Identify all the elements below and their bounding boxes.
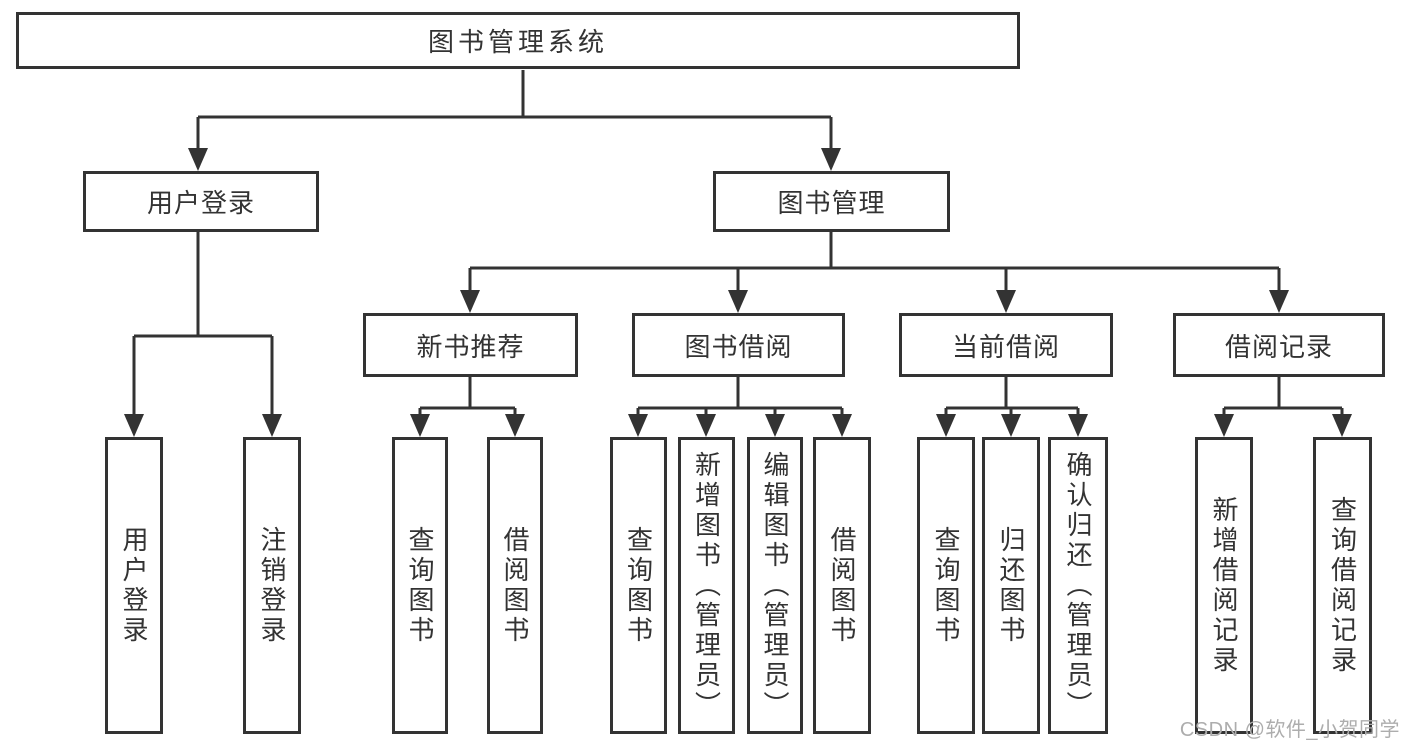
leaf-query-books-recommend: 查询图书 (392, 437, 448, 734)
leaf-label: 归还图书 (996, 525, 1026, 646)
leaf-edit-books-admin: 编辑图书（管理员） (747, 437, 803, 734)
node-label: 新书推荐 (416, 331, 525, 362)
node-library-management-system: 图书管理系统 (16, 12, 1020, 69)
leaf-confirm-return-admin: 确认归还（管理员） (1048, 437, 1108, 734)
node-new-book-recommendation: 新书推荐 (363, 313, 578, 377)
leaf-label: 查询图书 (405, 525, 435, 646)
leaf-query-borrow-record: 查询借阅记录 (1313, 437, 1372, 734)
leaf-label: 借阅图书 (827, 525, 857, 646)
csdn-watermark: CSDN @软件_小贺同学 (1179, 719, 1400, 741)
leaf-label: 新增借阅记录 (1209, 495, 1239, 676)
leaf-logout: 注销登录 (243, 437, 301, 734)
leaf-add-books-admin: 新增图书（管理员） (678, 437, 735, 734)
leaf-label: 借阅图书 (500, 525, 530, 646)
leaf-user-login: 用户登录 (105, 437, 163, 734)
node-label: 当前借阅 (951, 331, 1060, 362)
node-book-management: 图书管理 (713, 171, 950, 232)
leaf-borrow-books-borrowing: 借阅图书 (813, 437, 871, 734)
node-user-login: 用户登录 (83, 171, 319, 232)
leaf-label: 编辑图书（管理员） (760, 450, 790, 721)
leaf-label: 注销登录 (257, 525, 287, 646)
node-label: 借阅记录 (1224, 331, 1333, 362)
leaf-add-borrow-record: 新增借阅记录 (1195, 437, 1253, 734)
node-label: 图书借阅 (684, 331, 793, 362)
node-label: 图书管理系统 (427, 27, 608, 57)
node-label: 用户登录 (146, 188, 255, 218)
leaf-return-books: 归还图书 (982, 437, 1040, 734)
leaf-label: 查询图书 (623, 525, 654, 646)
leaf-borrow-books-recommend: 借阅图书 (487, 437, 543, 734)
node-book-borrowing: 图书借阅 (632, 313, 845, 377)
leaf-label: 查询图书 (931, 525, 961, 646)
leaf-query-books-borrowing: 查询图书 (610, 437, 667, 734)
node-label: 图书管理 (777, 188, 886, 218)
leaf-query-books-current: 查询图书 (917, 437, 975, 734)
leaf-label: 用户登录 (119, 525, 149, 646)
node-current-borrowing: 当前借阅 (899, 313, 1113, 377)
leaf-label: 确认归还（管理员） (1063, 450, 1093, 721)
leaf-label: 查询借阅记录 (1327, 495, 1358, 676)
leaf-label: 新增图书（管理员） (691, 450, 722, 721)
node-borrowing-records: 借阅记录 (1173, 313, 1385, 377)
